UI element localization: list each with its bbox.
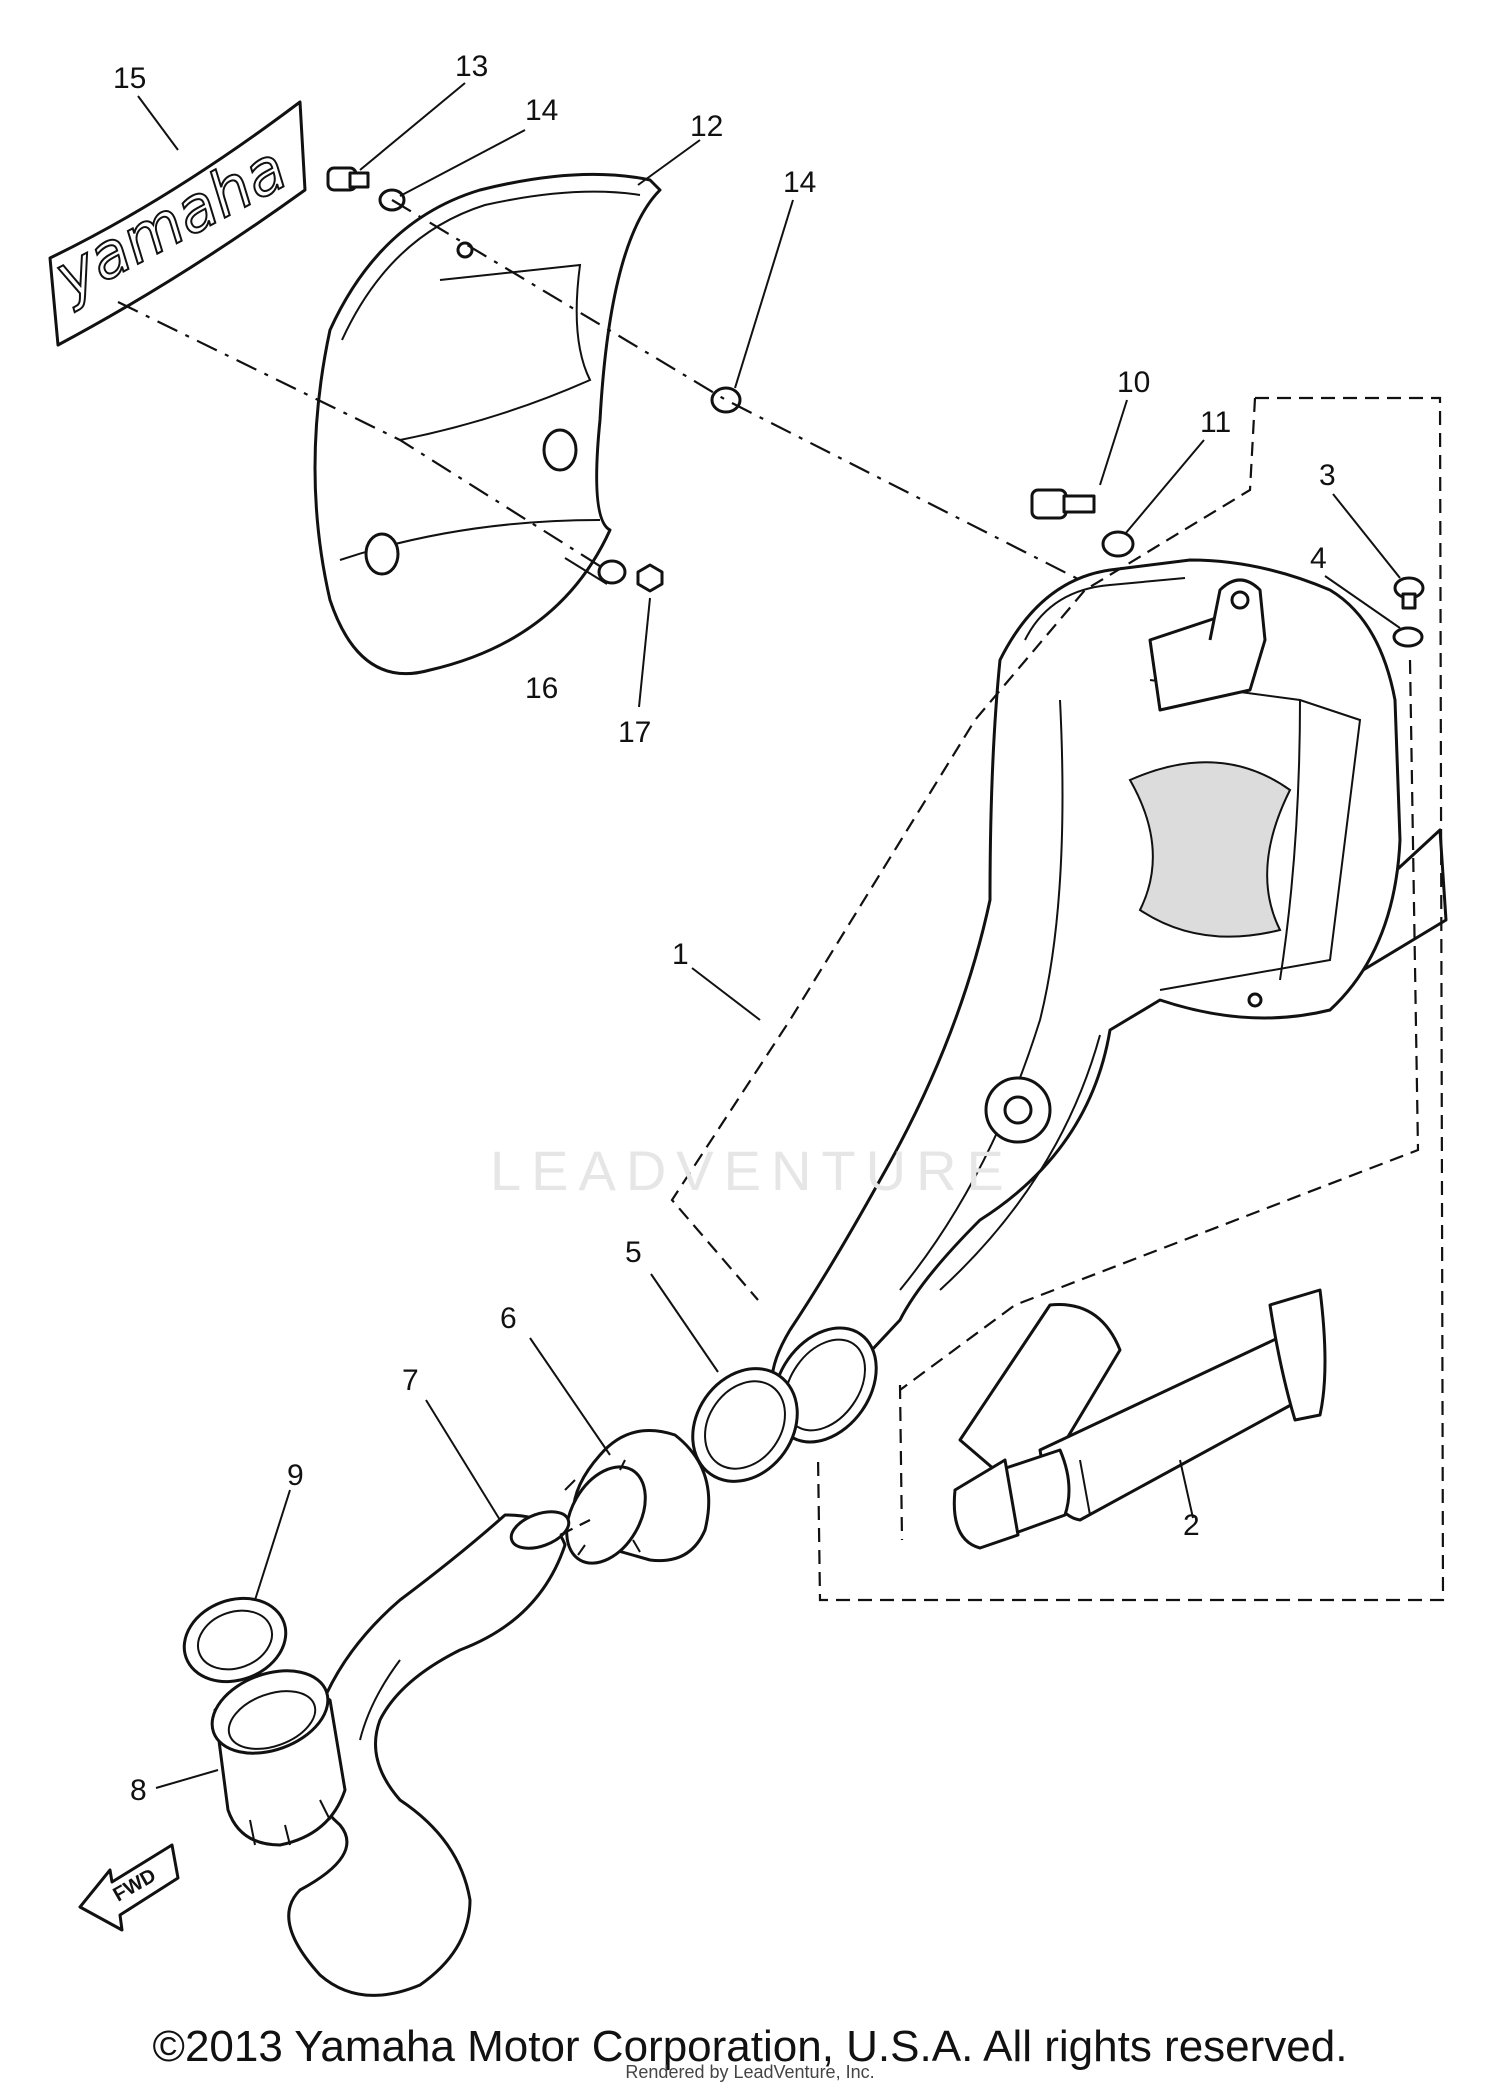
part-11-washer [1101,530,1135,558]
rendered-by-notice: Rendered by LeadVenture, Inc. [625,2062,875,2082]
callout-14-upper: 14 [525,94,558,127]
watermark: LEADVENTURE [490,1139,1014,1202]
callout-8: 8 [130,1774,147,1807]
part-9-gasket [182,1596,288,1684]
callout-2: 2 [1183,1509,1200,1542]
fwd-arrow-icon: FWD [78,1843,180,1932]
callout-16: 16 [525,672,558,705]
part-15-nameplate: yamaha [40,100,307,347]
part-4-washer [1392,626,1424,648]
part-3-screw [1393,576,1425,610]
alignment-line-plate [117,301,607,571]
part-8-flange-nut [210,1669,347,1847]
part-5-gasket [691,1367,799,1483]
part-16-washer [597,559,627,585]
callout-11: 11 [1200,406,1231,439]
callout-15: 15 [113,62,146,95]
assembly-boundary-right [899,659,1420,1391]
callout-17: 17 [618,716,651,749]
part-17-nut [636,563,664,593]
callout-3: 3 [1319,459,1336,492]
callout-6: 6 [500,1302,517,1335]
callout-5: 5 [625,1236,642,1269]
part-13-bolt [326,166,370,192]
part-2-spark-arrester [952,1288,1327,1550]
callout-13: 13 [455,50,488,83]
callout-14-lower: 14 [783,166,816,199]
leader-lines [137,82,1401,1789]
assembly-boundary-inner [670,397,1257,1301]
callout-7: 7 [402,1364,419,1397]
assembly-boundary-outer [816,396,1445,1602]
alignment-line-pipe [559,1519,591,1536]
callout-12: 12 [690,110,723,143]
callout-10: 10 [1117,366,1150,399]
callout-labels: 15 13 14 12 14 10 11 3 4 16 17 1 5 6 7 9… [113,50,1336,1807]
copyright-notice: ©2013 Yamaha Motor Corporation, U.S.A. A… [152,2022,1348,2071]
assembly-boundary-lower [898,1384,904,1541]
callout-1: 1 [672,938,689,971]
callout-9: 9 [287,1459,304,1492]
callout-4: 4 [1310,542,1327,575]
part-10-bolt [1030,488,1096,520]
part-14-washer-lower [710,386,742,414]
part-6-joint-nut [564,1429,711,1565]
part-1-muffler [770,558,1448,1444]
